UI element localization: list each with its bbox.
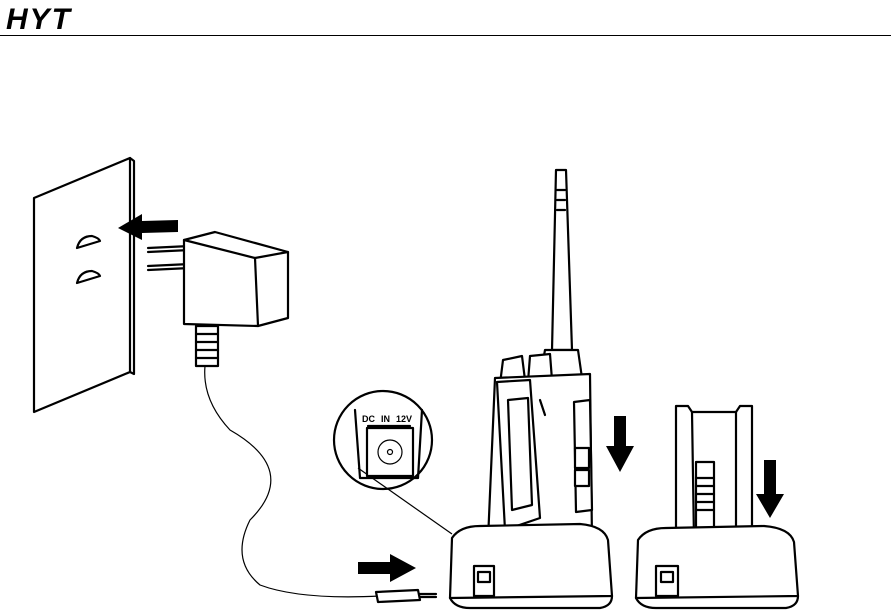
- radio-icon: [488, 170, 592, 540]
- port-label-voltage: 12V: [396, 414, 412, 424]
- wall-outlet-icon: [34, 158, 134, 412]
- arrow-icon: [606, 416, 634, 472]
- arrow-icon: [756, 460, 784, 518]
- charger-icon: [450, 524, 612, 608]
- arrow-icon: [358, 554, 416, 582]
- port-label-dc: DC: [362, 414, 375, 424]
- battery-icon: [676, 406, 752, 540]
- port-label-in: IN: [381, 414, 390, 424]
- charger-icon: [636, 526, 798, 608]
- dc-port-inset: DC IN 12V: [334, 391, 452, 534]
